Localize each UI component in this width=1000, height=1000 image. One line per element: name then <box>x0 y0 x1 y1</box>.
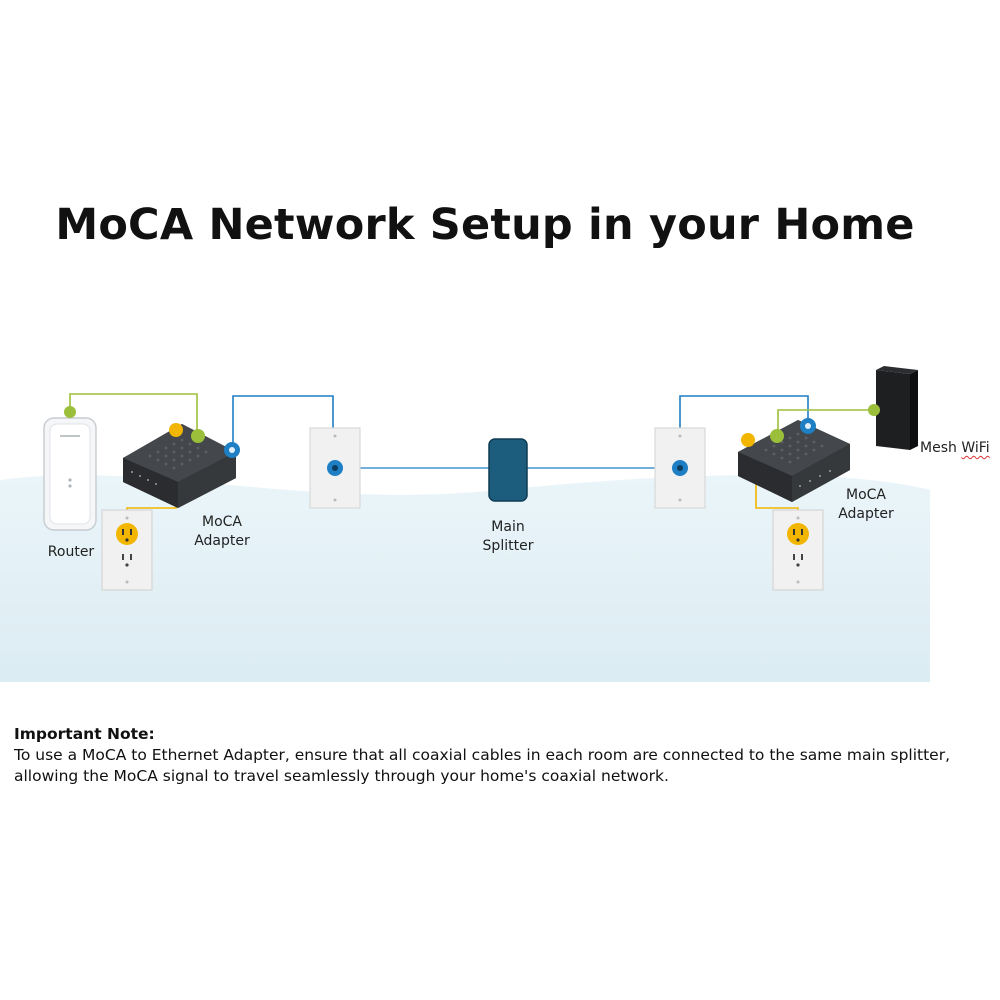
power-outlet-right <box>772 509 824 591</box>
coax-cable-left-adapter <box>232 395 334 458</box>
main-splitter <box>488 438 528 502</box>
power-outlet-left <box>101 509 153 591</box>
note-heading: Important Note: <box>14 725 155 743</box>
adapter-left-power-port <box>169 423 183 437</box>
ethernet-cable-right <box>777 409 872 434</box>
adapter-right-ethernet-port <box>770 429 784 443</box>
moca-adapter-right-label: MoCA Adapter <box>838 487 894 522</box>
network-diagram <box>0 366 930 682</box>
moca-adapter-left <box>123 424 236 508</box>
floor-background <box>0 475 930 682</box>
coax-wall-plate-left <box>309 427 361 509</box>
important-note: Important Note: To use a MoCA to Etherne… <box>14 724 974 787</box>
coax-cable-right-adapter <box>679 395 809 458</box>
main-splitter-label: Main Splitter <box>482 519 534 554</box>
router-label: Router <box>47 544 95 560</box>
note-body: To use a MoCA to Ethernet Adapter, ensur… <box>14 746 951 785</box>
moca-adapter-left-label: MoCA Adapter <box>194 514 250 549</box>
router-ethernet-port <box>64 406 76 418</box>
mesh-wifi-label: Mesh WiFi <box>920 440 990 456</box>
adapter-left-ethernet-port <box>191 429 205 443</box>
moca-adapter-right <box>738 420 850 502</box>
ethernet-cable-left <box>69 393 198 438</box>
adapter-right-power-port <box>741 433 755 447</box>
coax-wall-plate-right <box>654 427 706 509</box>
router-device <box>43 417 97 531</box>
mesh-ethernet-port <box>868 404 880 416</box>
mesh-wifi-device <box>876 366 918 450</box>
page-title: MoCA Network Setup in your Home <box>55 200 915 250</box>
